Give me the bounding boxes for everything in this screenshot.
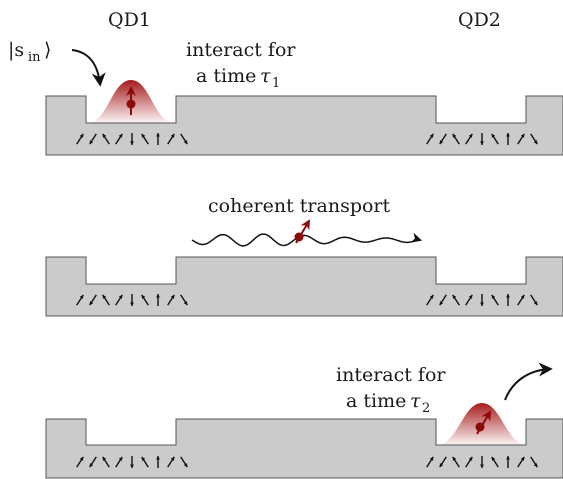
nuclear-spin-arrowhead <box>520 294 525 299</box>
nuclear-spin-arrowhead <box>533 463 538 468</box>
nuclear-spin-arrowhead <box>118 133 123 138</box>
nuclear-spin-arrowhead <box>491 294 496 299</box>
nuclear-spin-arrowhead <box>102 294 107 299</box>
label-qd2: QD2 <box>458 9 501 31</box>
input-state-subscript: in <box>28 50 41 65</box>
nuclear-spin-arrowhead <box>183 463 188 468</box>
nuclear-spin-arrowhead <box>480 464 484 468</box>
input-state-ket-open: |s <box>8 39 24 61</box>
nuclear-spin-arrowhead <box>452 456 457 461</box>
output-arrow <box>504 362 553 401</box>
nuclear-spin-arrowhead <box>156 133 160 137</box>
nuclear-spin-arrowhead <box>79 133 84 138</box>
nuclear-spin-arrowhead <box>118 456 123 461</box>
label-interact-2-line2: a time τ 2 <box>346 390 430 416</box>
nuclear-spin-arrowhead <box>141 294 146 299</box>
nuclear-spin-arrowhead <box>183 140 188 145</box>
nuclear-spin-bath-qd2-panel-3 <box>426 456 538 468</box>
nuclear-spin-arrowhead <box>170 456 175 461</box>
nuclear-spin-arrowhead <box>429 133 434 138</box>
nuclear-spin-arrowhead <box>533 301 538 306</box>
nuclear-spin-bath-qd2-panel-1 <box>426 133 538 145</box>
nuclear-spin-arrowhead <box>89 301 94 306</box>
nuclear-spin-arrowhead <box>480 141 484 145</box>
interact-1-subscript: 1 <box>272 76 280 91</box>
nuclear-spin-bath-qd1-panel-3 <box>76 456 188 468</box>
nuclear-spin-arrowhead <box>491 456 496 461</box>
electron-transport <box>294 232 304 242</box>
nuclear-spin-arrowhead <box>156 456 160 460</box>
nuclear-spin-arrowhead <box>89 463 94 468</box>
nuclear-spin-arrowhead <box>468 133 473 138</box>
interact-1-tau: τ <box>260 65 271 87</box>
transport-wave-arrow <box>191 232 423 247</box>
substrate-panel-3 <box>45 418 563 479</box>
nuclear-spin-arrowhead <box>79 294 84 299</box>
nuclear-spin-arrowhead <box>506 294 510 298</box>
electron-qd2 <box>475 422 485 432</box>
interact-2-tau: τ <box>410 390 421 412</box>
nuclear-spin-arrowhead <box>118 294 123 299</box>
nuclear-spin-arrowhead <box>429 294 434 299</box>
nuclear-spin-arrowhead <box>89 140 94 145</box>
nuclear-spin-arrowhead <box>141 456 146 461</box>
input-arrow <box>71 49 106 87</box>
interact-1-prefix: a time <box>196 65 256 87</box>
nuclear-spin-arrowhead <box>452 294 457 299</box>
nuclear-spin-arrowhead <box>79 456 84 461</box>
nuclear-spin-arrowhead <box>130 302 134 306</box>
nuclear-spin-arrowhead <box>429 456 434 461</box>
nuclear-spin-bath-qd1-panel-1 <box>76 133 188 145</box>
substrate-panel-1 <box>45 95 563 156</box>
nuclear-spin-arrowhead <box>506 133 510 137</box>
electron-qd1 <box>126 99 136 109</box>
label-qd1: QD1 <box>108 9 151 31</box>
nuclear-spin-arrowhead <box>468 294 473 299</box>
nuclear-spin-arrowhead <box>130 464 134 468</box>
nuclear-spin-arrowhead <box>439 140 444 145</box>
nuclear-spin-arrowhead <box>439 301 444 306</box>
nuclear-spin-bath-qd1-panel-2 <box>76 294 188 306</box>
input-state-ket-close: ⟩ <box>44 39 51 61</box>
interact-2-subscript: 2 <box>422 401 430 416</box>
nuclear-spin-arrowhead <box>170 133 175 138</box>
nuclear-spin-bath-qd2-panel-2 <box>426 294 538 306</box>
nuclear-spin-arrowhead <box>170 294 175 299</box>
nuclear-spin-arrowhead <box>452 133 457 138</box>
interact-2-prefix: a time <box>346 390 406 412</box>
nuclear-spin-arrowhead <box>156 294 160 298</box>
nuclear-spin-arrowhead <box>183 301 188 306</box>
nuclear-spin-arrowhead <box>130 141 134 145</box>
nuclear-spin-arrowhead <box>520 456 525 461</box>
nuclear-spin-arrowhead <box>102 456 107 461</box>
nuclear-spin-arrowhead <box>533 140 538 145</box>
nuclear-spin-arrowhead <box>102 133 107 138</box>
nuclear-spin-arrowhead <box>506 456 510 460</box>
nuclear-spin-arrowhead <box>141 133 146 138</box>
nuclear-spin-arrowhead <box>491 133 496 138</box>
label-interact-1-line2: a time τ 1 <box>196 65 280 91</box>
label-interact-2-line1: interact for <box>336 364 446 386</box>
nuclear-spin-arrowhead <box>520 133 525 138</box>
label-interact-1-line1: interact for <box>186 39 296 61</box>
label-input-state: |s in ⟩ <box>8 39 51 65</box>
nuclear-spin-arrowhead <box>439 463 444 468</box>
nuclear-spin-arrowhead <box>480 302 484 306</box>
label-coherent-transport: coherent transport <box>208 195 391 217</box>
nuclear-spin-arrowhead <box>468 456 473 461</box>
substrate-panel-2 <box>45 256 563 317</box>
